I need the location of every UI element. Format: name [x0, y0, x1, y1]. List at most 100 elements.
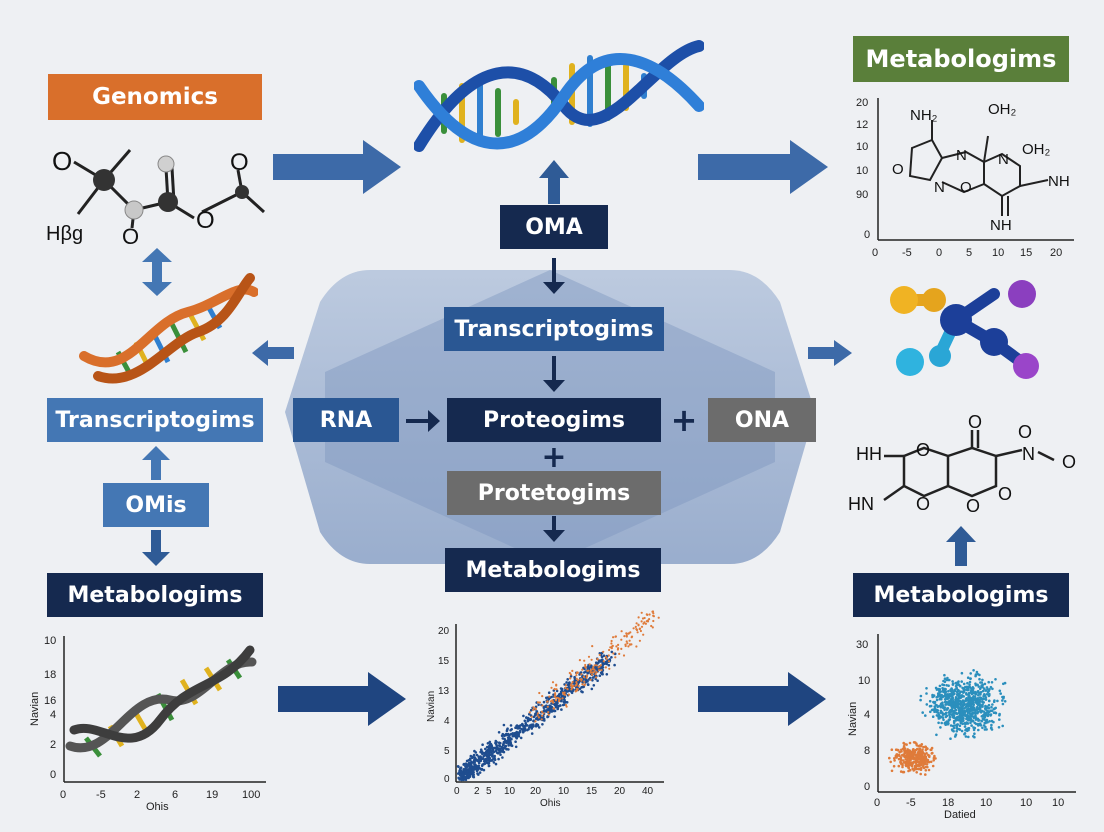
- scatter-point: [517, 734, 521, 738]
- ring-o-end: O: [1062, 452, 1076, 472]
- scatter-point: [954, 681, 958, 685]
- chart-scatter-right: 30 10 4 8 0 0 -5 18 10 10 10 Datied Navi…: [847, 634, 1076, 820]
- scatter-point: [917, 767, 920, 771]
- scatter-point: [929, 710, 932, 714]
- scatter-point: [613, 663, 616, 667]
- scatter-point: [959, 700, 963, 703]
- scatter-point: [586, 665, 590, 669]
- scatter-point: [472, 766, 476, 770]
- metabologims-left-label: Metabologims: [47, 573, 263, 617]
- scatter-point: [947, 718, 951, 722]
- scatter-point: [971, 696, 974, 699]
- scatter-point: [528, 711, 531, 714]
- cs-xtick-6: 15: [586, 786, 598, 797]
- scatter-point: [613, 652, 617, 656]
- scatter-point: [942, 718, 945, 721]
- scatter-point: [639, 629, 642, 633]
- cs-xlabel: Ohis: [540, 798, 561, 809]
- scatter-point: [536, 714, 539, 717]
- scatter-point: [483, 751, 486, 755]
- scatter-point: [922, 745, 925, 749]
- scatter-point: [986, 721, 989, 724]
- scatter-point: [907, 766, 910, 769]
- scatter-point: [599, 664, 602, 667]
- scatter-point: [470, 772, 474, 775]
- scatter-point: [925, 746, 928, 750]
- scatter-point: [502, 750, 506, 754]
- scatter-point: [651, 610, 655, 613]
- scatter-point: [978, 722, 982, 725]
- arrow-omis-down: [142, 530, 170, 566]
- scatter-point: [645, 613, 648, 616]
- scatter-point: [541, 714, 544, 717]
- scatter-point: [931, 693, 934, 697]
- scatter-point: [959, 696, 962, 700]
- molecule-3d-right: [890, 280, 1039, 379]
- scatter-point: [981, 717, 985, 720]
- rs-xtick-5: 10: [1052, 797, 1064, 809]
- scatter-point: [966, 681, 969, 685]
- scatter-point: [608, 658, 611, 661]
- arrow-up-to-ring: [946, 526, 976, 566]
- scatter-point: [610, 650, 614, 654]
- scatter-point: [988, 699, 991, 703]
- scatter-point: [990, 709, 994, 713]
- scatter-point: [979, 690, 983, 694]
- scatter-point: [938, 688, 942, 691]
- scatter-point: [607, 663, 611, 667]
- scatter-point: [900, 748, 903, 752]
- scatter-point: [962, 690, 966, 693]
- scatter-point: [958, 724, 962, 727]
- scatter-point: [952, 702, 955, 706]
- tr-oh2-a: OH₂: [988, 101, 1017, 118]
- scatter-point: [574, 684, 577, 687]
- scatter-point: [492, 757, 495, 760]
- scatter-point: [970, 724, 973, 727]
- scatter-point: [985, 693, 989, 696]
- scatter-point: [598, 653, 601, 656]
- scatter-point: [905, 750, 908, 753]
- rna-label: RNA: [293, 398, 399, 442]
- scatter-point: [931, 751, 934, 755]
- scatter-point: [965, 708, 969, 711]
- scatter-point: [484, 747, 487, 751]
- scatter-point: [996, 699, 999, 703]
- scatter-point: [942, 706, 945, 710]
- scatter-point: [602, 654, 606, 657]
- scatter-point: [577, 684, 580, 688]
- scatter-point: [502, 740, 506, 744]
- scatter-point: [628, 639, 631, 642]
- scatter-point: [462, 763, 465, 766]
- scatter-point: [559, 687, 563, 690]
- scatter-point: [905, 764, 908, 767]
- scatter-point: [969, 700, 973, 704]
- scatter-point: [466, 764, 469, 768]
- scatter-point: [494, 749, 498, 753]
- scatter-point: [985, 686, 989, 689]
- scatter-point: [897, 757, 901, 761]
- dna-helix-left: [79, 273, 258, 384]
- scatter-point: [915, 771, 918, 774]
- scatter-point: [509, 741, 512, 744]
- scatter-point: [990, 723, 993, 727]
- scatter-point: [963, 725, 967, 728]
- scatter-point: [472, 753, 476, 757]
- scatter-point: [941, 689, 945, 693]
- scatter-point: [555, 703, 558, 707]
- scatter-point: [980, 715, 984, 718]
- scatter-point: [481, 752, 484, 756]
- scatter-point: [610, 639, 613, 643]
- scatter-point: [953, 688, 957, 691]
- scatter-point: [565, 681, 568, 684]
- scatter-point: [968, 683, 971, 686]
- arrow-left-to-dna: [252, 340, 294, 366]
- scatter-point: [954, 696, 958, 699]
- rs-ytick-2: 4: [864, 709, 870, 721]
- scatter-point: [562, 695, 565, 698]
- scatter-point: [915, 744, 919, 747]
- bl-xtick-3: 6: [172, 789, 178, 801]
- scatter-point: [908, 768, 912, 772]
- scatter-point: [978, 700, 982, 704]
- scatter-point: [638, 639, 641, 642]
- scatter-point: [972, 728, 976, 732]
